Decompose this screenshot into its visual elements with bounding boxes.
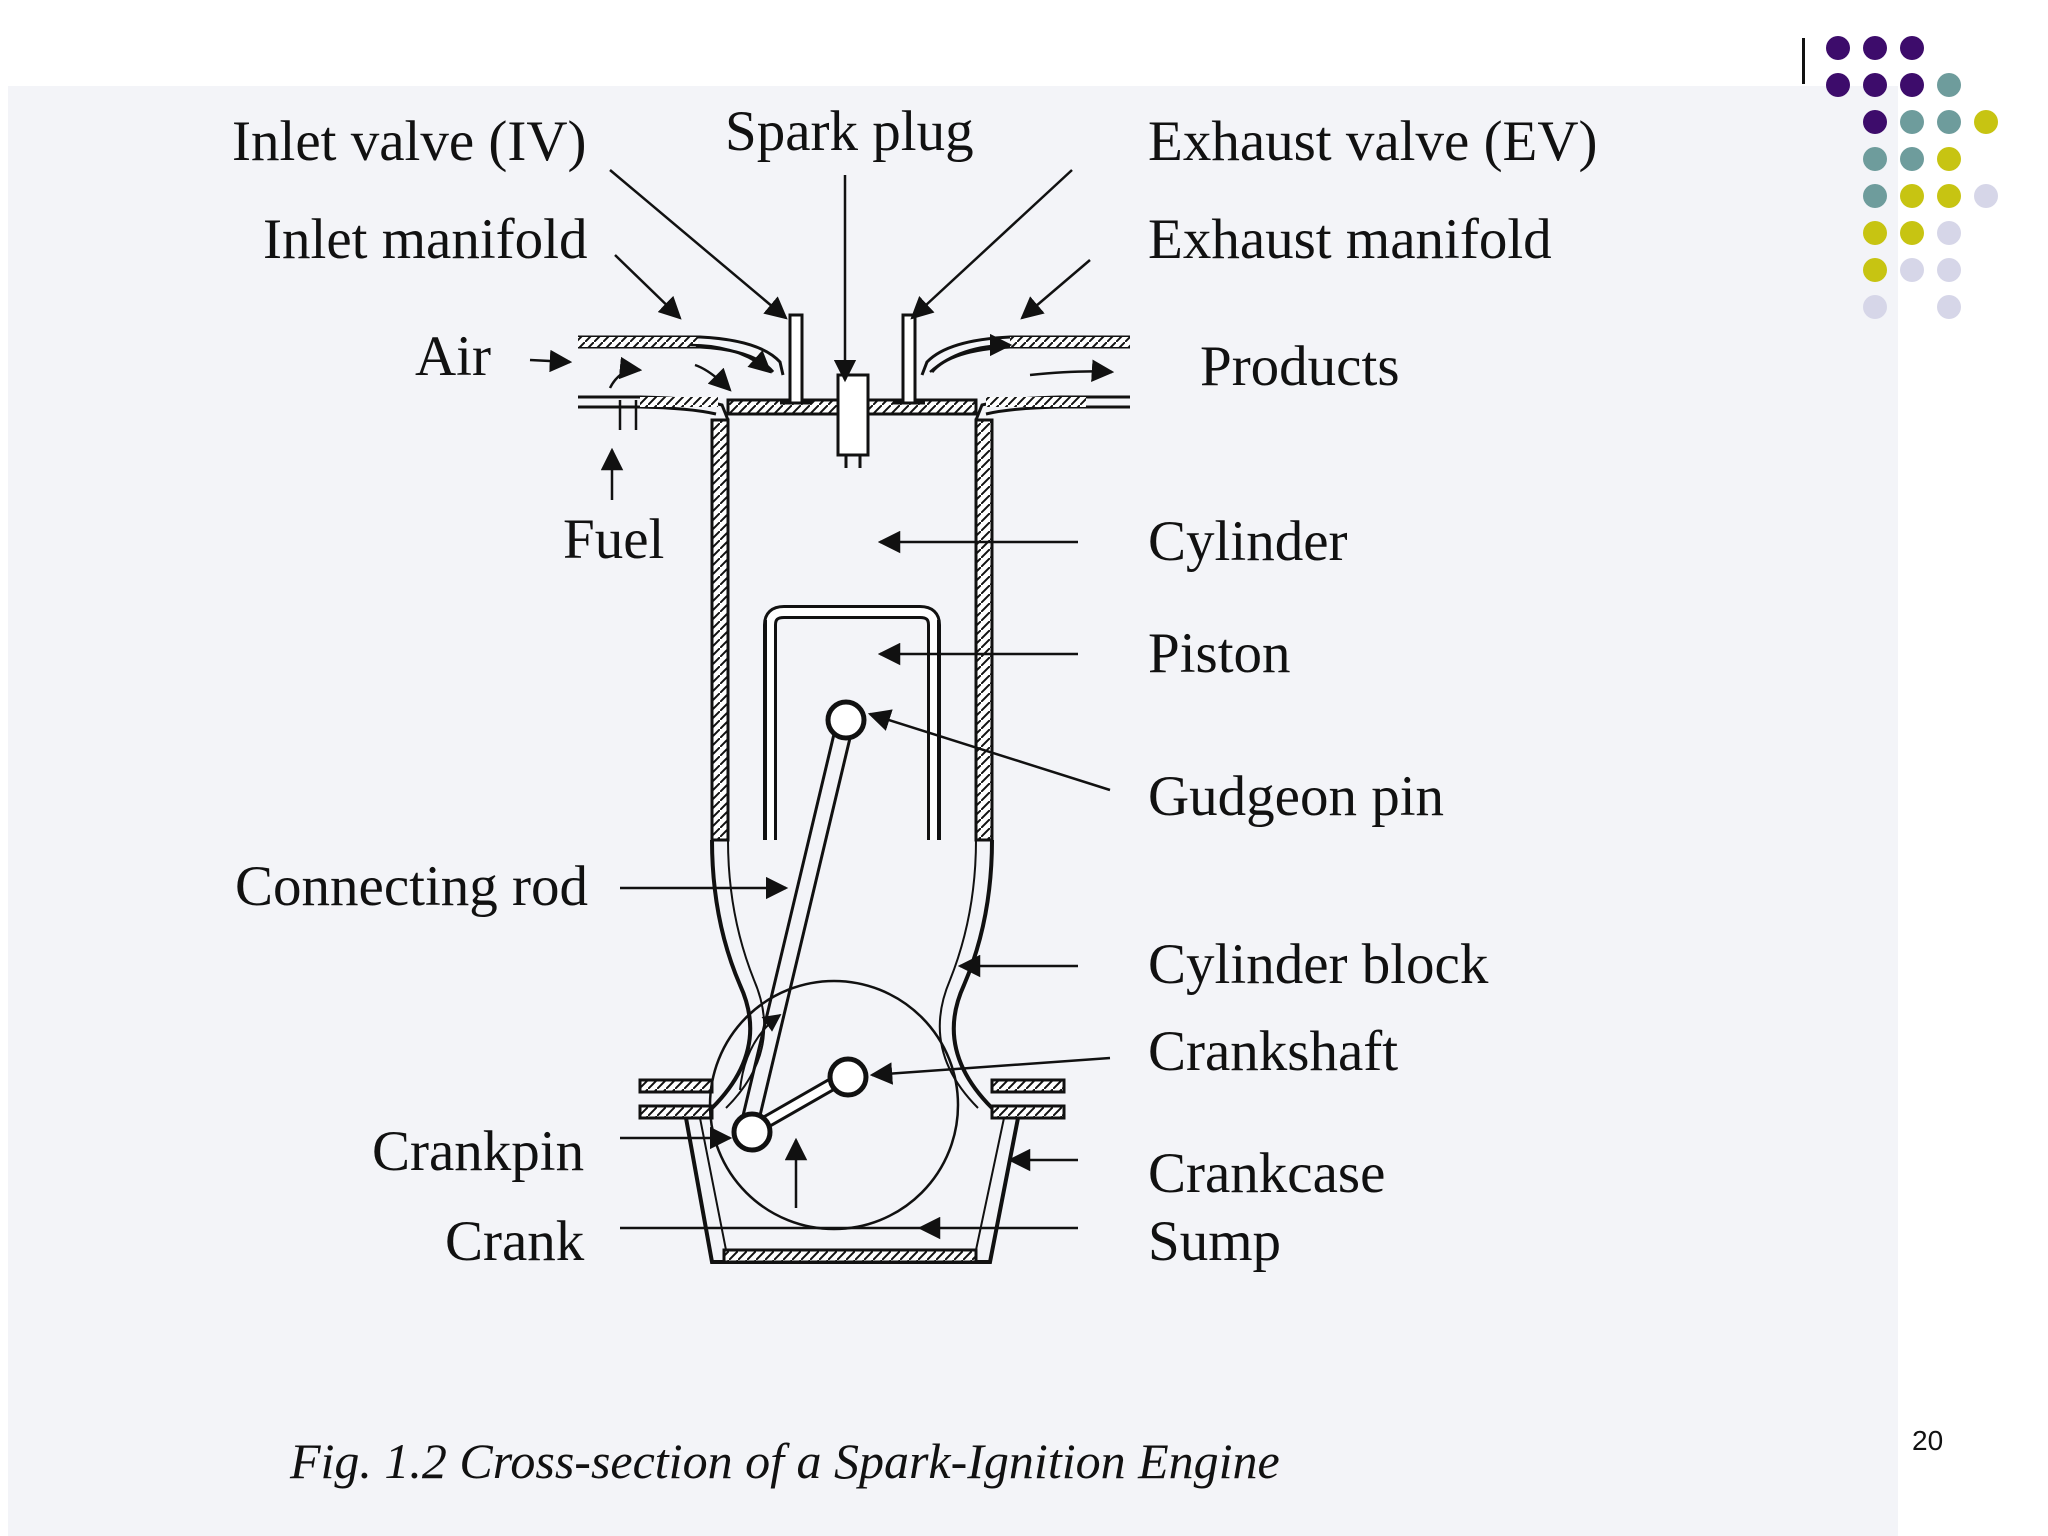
engine-drawing (578, 313, 1130, 1264)
decorative-dot (1863, 73, 1887, 97)
decorative-dot (1900, 36, 1924, 60)
label-inlet-manifold: Inlet manifold (263, 208, 588, 271)
decorative-dot (1974, 184, 1998, 208)
valve-stems (780, 313, 925, 405)
decorative-dot (1937, 147, 1961, 171)
decorative-dot (1826, 73, 1850, 97)
decorative-dot (1937, 110, 1961, 134)
decorative-dot (1826, 36, 1850, 60)
decorative-dot (1974, 110, 1998, 134)
decorative-dot (1937, 184, 1961, 208)
label-piston: Piston (1148, 622, 1291, 685)
crank-circle (708, 979, 960, 1231)
label-inlet-valve: Inlet valve (IV) (232, 110, 587, 173)
diagram-labels: Inlet valve (IV) Spark plug Exhaust valv… (232, 100, 1598, 1273)
scanned-figure-background (8, 86, 1898, 1536)
decorative-dot (1863, 36, 1887, 60)
decorative-dot (1863, 184, 1887, 208)
decorative-dot (1937, 258, 1961, 282)
decorative-dot (1863, 110, 1887, 134)
cylinder-walls (710, 398, 994, 842)
spark-plug-shape (836, 373, 870, 468)
label-cylinder-block: Cylinder block (1148, 933, 1489, 996)
decorative-dot (1863, 147, 1887, 171)
label-crankshaft: Crankshaft (1148, 1020, 1398, 1083)
decorative-dot (1863, 295, 1887, 319)
label-exhaust-valve: Exhaust valve (EV) (1148, 110, 1598, 173)
crankshaft-shape (827, 1056, 869, 1098)
label-fuel: Fuel (563, 508, 664, 571)
label-sump: Sump (1148, 1210, 1281, 1273)
label-crank: Crank (445, 1210, 585, 1273)
piston-shape (763, 605, 941, 840)
decorative-dot (1900, 221, 1924, 245)
label-cylinder: Cylinder (1148, 510, 1347, 573)
decorative-dot-grid (1826, 36, 1998, 319)
label-crankpin: Crankpin (372, 1120, 584, 1183)
label-connecting-rod: Connecting rod (235, 855, 588, 918)
decorative-dot (1900, 258, 1924, 282)
label-products: Products (1200, 335, 1400, 398)
title-divider-bar (1802, 38, 1805, 84)
label-air: Air (415, 325, 491, 388)
gudgeon-pin-shape (825, 699, 867, 741)
crankpin-shape (731, 1111, 773, 1153)
decorative-dot (1937, 295, 1961, 319)
label-exhaust-manifold: Exhaust manifold (1148, 208, 1552, 271)
decorative-dot (1863, 221, 1887, 245)
decorative-dot (1937, 221, 1961, 245)
label-spark-plug: Spark plug (725, 100, 974, 163)
decorative-dot (1900, 184, 1924, 208)
label-gudgeon-pin: Gudgeon pin (1148, 765, 1444, 828)
decorative-dot (1900, 73, 1924, 97)
slide-number: 20 (1912, 1425, 1944, 1456)
decorative-dot (1900, 110, 1924, 134)
decorative-dot (1863, 258, 1887, 282)
decorative-dot (1937, 73, 1961, 97)
decorative-dot (1900, 147, 1924, 171)
connecting-rod-shape (740, 733, 852, 1125)
crankcase-shape (684, 1117, 1020, 1264)
crank-arm-shape (731, 1013, 869, 1153)
leader-lines (529, 169, 1115, 1240)
figure-caption: Fig. 1.2 Cross-section of a Spark-Igniti… (289, 1433, 1280, 1489)
label-crankcase: Crankcase (1148, 1142, 1385, 1205)
